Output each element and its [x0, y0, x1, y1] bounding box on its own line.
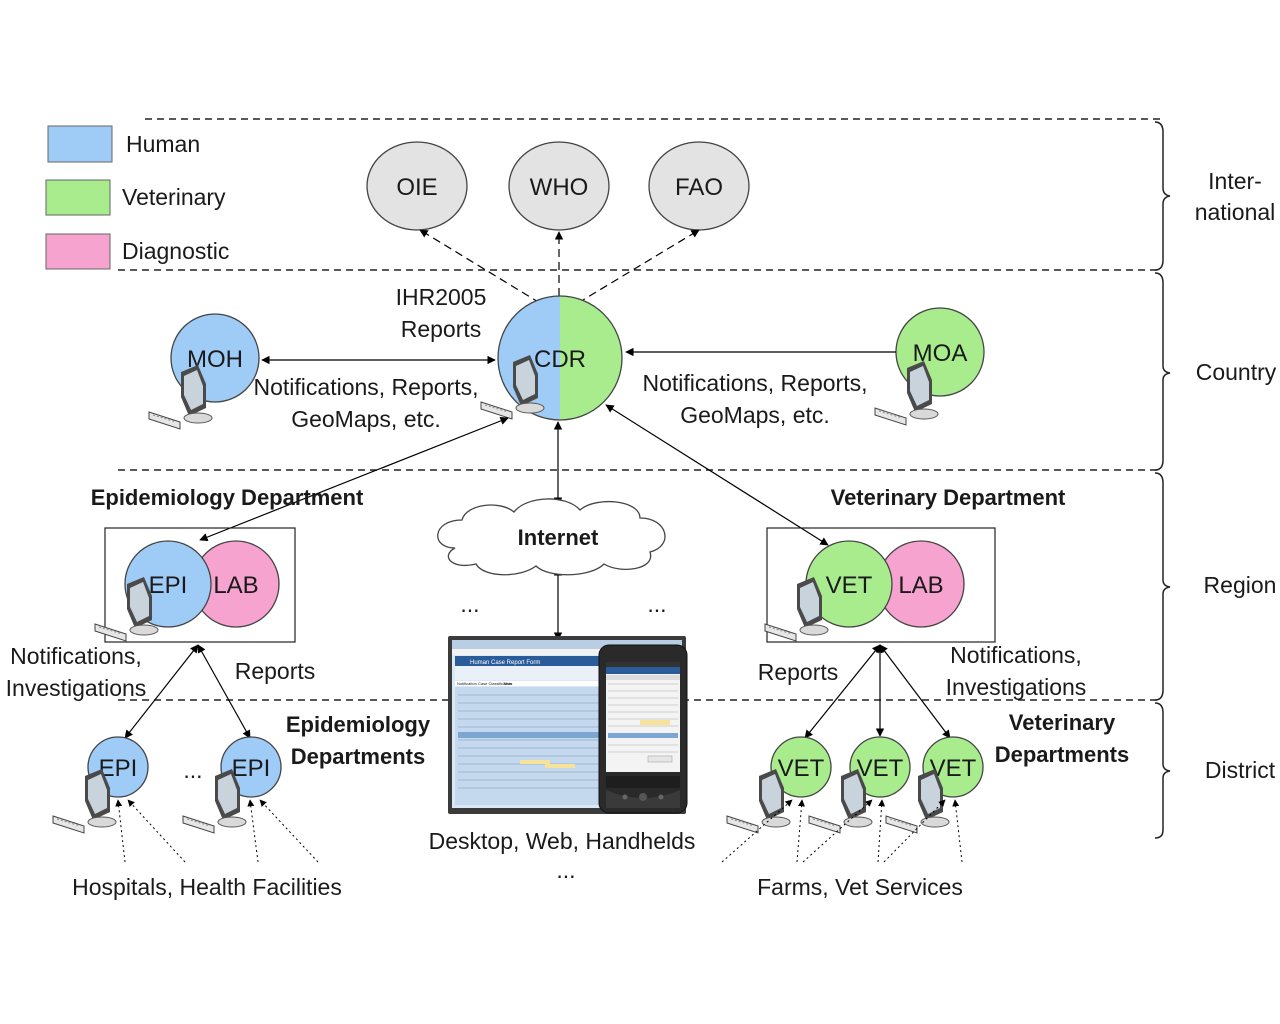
node-oie [366, 141, 468, 231]
node-district-epi-2-label: EPI [232, 755, 271, 782]
epi-left-flow-line1: Notifications, [10, 643, 142, 669]
legend-label-veterinary: Veterinary [122, 184, 226, 210]
vet-department-title: Veterinary Department [831, 485, 1066, 510]
ellipsis-left: ... [460, 591, 479, 617]
epi-departments-line1: Epidemiology [286, 712, 431, 737]
node-district-vet-2 [849, 736, 911, 798]
level-braces [1154, 121, 1171, 839]
vet-right-flow-line2: Investigations [946, 674, 1087, 700]
node-oie-label: OIE [396, 174, 437, 201]
node-district-vet-1-label: VET [778, 755, 825, 782]
legend-swatch-veterinary [45, 179, 111, 216]
ihr-report-lines [419, 229, 700, 304]
node-region-epi-label: EPI [149, 572, 188, 599]
node-district-vet-1 [770, 736, 832, 798]
level-region: Region [1204, 572, 1277, 598]
country-arrows [199, 347, 896, 641]
farms-label: Farms, Vet Services [757, 874, 963, 900]
vet-departments-line1: Veterinary [1009, 710, 1116, 735]
epi-department-title: Epidemiology Department [91, 485, 364, 510]
internet-label: Internet [518, 525, 599, 550]
node-region-lab-label: LAB [213, 572, 258, 599]
epi-lab-box [104, 527, 296, 643]
internet-cloud [437, 498, 666, 576]
client-devices: Human Case Report Form Notification Case… [448, 636, 688, 814]
legend-label-diagnostic: Diagnostic [122, 238, 229, 264]
legend: Human Veterinary Diagnostic [45, 125, 229, 270]
node-region-vet-label: VET [826, 572, 873, 599]
level-country: Country [1196, 359, 1277, 385]
legend-label-human: Human [126, 131, 200, 157]
district-arrows [124, 644, 951, 739]
district-epi-ellipsis: ... [183, 757, 202, 783]
source-dotted-lines [115, 799, 963, 863]
hospitals-label: Hospitals, Health Facilities [72, 874, 342, 900]
epi-left-flow-line2: Investigations [6, 675, 147, 701]
node-region-lab-vet-label: LAB [898, 572, 943, 599]
mockup-tab-3: Tests [503, 681, 512, 686]
level-district: District [1205, 757, 1276, 783]
epi-reports-label: Reports [235, 658, 316, 684]
node-district-vet-2-label: VET [857, 755, 904, 782]
vet-departments-line2: Departments [995, 742, 1129, 767]
node-who-label: WHO [530, 174, 589, 201]
moa-flow-line2: GeoMaps, etc. [680, 402, 830, 428]
level-international-line2: national [1195, 199, 1276, 225]
mockup-tab-1: Notification [457, 681, 477, 686]
moh-flow-line1: Notifications, Reports, [254, 374, 479, 400]
node-who [508, 141, 610, 231]
mockup-title: Human Case Report Form [470, 660, 540, 666]
moh-flow-line2: GeoMaps, etc. [291, 406, 441, 432]
ihr-label-line2: Reports [401, 316, 482, 342]
moa-flow-line1: Notifications, Reports, [643, 370, 868, 396]
vet-lab-box [766, 527, 996, 643]
clients-ellipsis: ... [556, 857, 575, 883]
node-cdr-label: CDR [534, 346, 586, 373]
clients-label: Desktop, Web, Handhelds [429, 828, 696, 854]
ihr-label-line1: IHR2005 [396, 284, 487, 310]
vet-reports-label: Reports [758, 659, 839, 685]
vet-right-flow-line1: Notifications, [950, 642, 1082, 668]
level-international-line1: Inter- [1208, 168, 1262, 194]
ellipsis-right: ... [647, 591, 666, 617]
mockup-tab-2: Case Classification [478, 681, 512, 686]
epi-departments-line2: Departments [291, 744, 425, 769]
node-fao-label: FAO [675, 174, 723, 201]
legend-swatch-diagnostic [45, 233, 111, 270]
legend-swatch-human [47, 125, 113, 163]
